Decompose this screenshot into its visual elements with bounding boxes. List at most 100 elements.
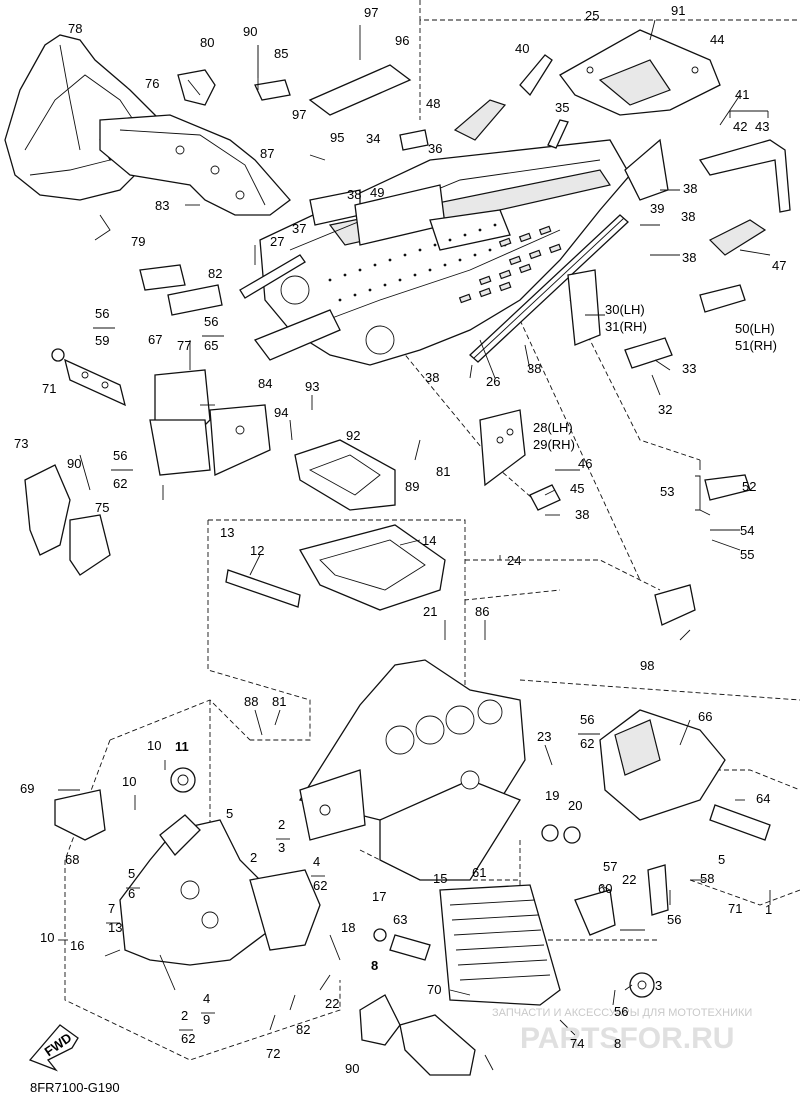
pad-79: [139, 264, 186, 291]
shaft-17: [389, 934, 431, 961]
callout: 25: [585, 8, 599, 23]
callout: 4: [203, 991, 210, 1006]
callout: 17: [372, 889, 386, 904]
bearing-11-hole: [177, 774, 189, 786]
callout: 66: [698, 709, 712, 724]
callout: 67: [148, 332, 162, 347]
callout: 38: [527, 361, 541, 376]
bushing-18: [373, 928, 387, 942]
heat-exchanger-15: [439, 884, 561, 1006]
callout: 86: [475, 604, 489, 619]
callout: 40: [515, 41, 529, 56]
callout: 57: [603, 859, 617, 874]
callout: 45: [570, 481, 584, 496]
callout: 12: [250, 543, 264, 558]
callout: 48: [426, 96, 440, 111]
cover-74: [359, 994, 401, 1046]
callout: 34: [366, 131, 380, 146]
callout: 77: [177, 338, 191, 353]
bumper-67: [149, 369, 271, 476]
slide-rail-26: [469, 214, 629, 363]
clamp-52-53: [704, 474, 751, 501]
callout: 2: [181, 1008, 188, 1023]
callout: 36: [428, 141, 442, 156]
callout: 28(LH): [533, 420, 573, 435]
callout: 95: [330, 130, 344, 145]
callout: 88: [244, 694, 258, 709]
bracket-80: [177, 69, 216, 106]
front-frame-76: [94, 114, 291, 241]
pad-77: [167, 284, 223, 316]
callout: 43: [755, 119, 769, 134]
callout: 15: [433, 871, 447, 886]
callout: 16: [70, 938, 84, 953]
callout: 5: [128, 866, 135, 881]
callout: 56: [113, 448, 127, 463]
callout: 56: [614, 1004, 628, 1019]
callout: 91: [671, 3, 685, 18]
callout: 33: [682, 361, 696, 376]
plate-75: [69, 514, 111, 576]
cover-14: [299, 524, 446, 611]
callout: 2: [250, 850, 257, 865]
callout: 41: [735, 87, 749, 102]
bracket-59: [64, 358, 126, 407]
callout: 93: [305, 379, 319, 394]
callout: 38: [347, 187, 361, 202]
bracket-68: [54, 789, 106, 841]
callout: 47: [772, 258, 786, 273]
callout: 26: [486, 374, 500, 389]
leader-lines: [58, 19, 771, 1071]
callout: 81: [272, 694, 286, 709]
callout: 7: [108, 901, 115, 916]
callout: 82: [296, 1022, 310, 1037]
callout: 75: [95, 500, 109, 515]
bracket-39: [624, 138, 669, 201]
callout: 22: [622, 872, 636, 887]
callout: 50(LH): [735, 321, 775, 336]
callout: 19: [545, 788, 559, 803]
callout: 29(RH): [533, 437, 575, 452]
part-45: [529, 484, 561, 511]
callout: 42: [733, 119, 747, 134]
callout: 49: [370, 185, 384, 200]
callout: 58: [700, 871, 714, 886]
callout: 4: [313, 854, 320, 869]
callout: 39: [650, 201, 664, 216]
part-35: [547, 119, 569, 149]
callout: 54: [740, 523, 754, 538]
callout: 64: [756, 791, 770, 806]
callout: 78: [68, 21, 82, 36]
plate-85: [254, 79, 291, 101]
diagram-code: 8FR7100-G190: [30, 1080, 120, 1095]
bracket-30-31: [567, 269, 601, 346]
callout: 27: [270, 234, 284, 249]
callout: 84: [258, 376, 272, 391]
callout: 20: [568, 798, 582, 813]
callout: 98: [640, 658, 654, 673]
callout: 2: [278, 817, 285, 832]
callout: 65: [204, 338, 218, 353]
callout: 69: [20, 781, 34, 796]
callout: 89: [405, 479, 419, 494]
bracket-33: [624, 337, 673, 369]
bracket-61: [647, 864, 669, 916]
callout: 10: [147, 738, 161, 753]
callout: 97: [364, 5, 378, 20]
rear-plate-25: [559, 29, 721, 116]
callout-labels: 78 80 90 85 97 96 25 91 44 40 76 97 95 3…: [14, 3, 786, 1076]
callout: 76: [145, 76, 159, 91]
callout: 52: [742, 479, 756, 494]
callout: 60: [598, 881, 612, 896]
bracket-50-51: [699, 284, 746, 313]
callout: 10: [122, 774, 136, 789]
bracket-40: [519, 54, 553, 97]
callout: 71: [728, 901, 742, 916]
callout: 56: [580, 712, 594, 727]
callout: 85: [274, 46, 288, 61]
callout: 8: [614, 1036, 621, 1051]
plate-96: [308, 64, 412, 116]
callout: 22: [325, 996, 339, 1011]
callout: 21: [423, 604, 437, 619]
